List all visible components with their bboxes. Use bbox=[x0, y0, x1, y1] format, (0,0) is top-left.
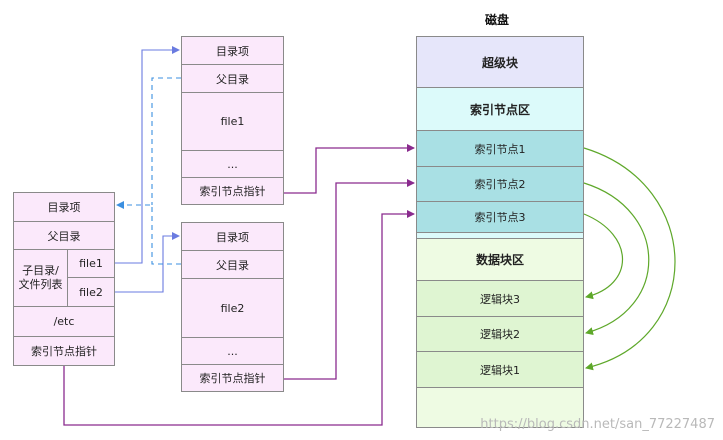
logic-block-3: 逻辑块3 bbox=[417, 281, 583, 317]
inode-3: 索引节点3 bbox=[417, 202, 583, 233]
arrow-bottom-parent-dashed bbox=[116, 201, 181, 265]
arrow-inode2-to-logic2 bbox=[583, 182, 650, 336]
dir-left-entry-label: 目录项 bbox=[47, 201, 81, 214]
superblock-label: 超级块 bbox=[481, 55, 518, 70]
dir-left-inode-ptr-label: 索引节点指针 bbox=[31, 345, 97, 358]
logic-block-2-label: 逻辑块2 bbox=[480, 328, 520, 341]
arrow-bottom-to-inode2 bbox=[284, 179, 415, 380]
dir-left-children-label: 子目录/ 文件列表 bbox=[14, 250, 68, 306]
dir-bottom-name-label: file2 bbox=[220, 301, 245, 315]
dir-bottom-parent: 父目录 bbox=[182, 251, 283, 279]
inode-area-header: 索引节点区 bbox=[417, 88, 583, 131]
dir-bottom-dots: ... bbox=[182, 338, 283, 365]
dir-top-name-label: file1 bbox=[220, 115, 245, 128]
watermark: https://blog.csdn.net/san_77227487 bbox=[480, 417, 715, 432]
data-area-header: 数据块区 bbox=[417, 239, 583, 281]
arrow-file2-to-bottom bbox=[115, 232, 180, 293]
dir-left-inode-ptr: 索引节点指针 bbox=[14, 337, 114, 365]
dir-bottom-name: file2 bbox=[182, 279, 283, 338]
dir-left: 目录项 父目录 子目录/ 文件列表 file1 file2 /etc 索引节点指… bbox=[13, 192, 115, 366]
dir-top: 目录项 父目录 file1 ... 索引节点指针 bbox=[181, 36, 284, 205]
inode-3-label: 索引节点3 bbox=[474, 211, 526, 224]
logic-block-1-label: 逻辑块1 bbox=[480, 363, 520, 377]
dir-top-entry-label: 目录项 bbox=[216, 44, 249, 58]
logic-block-3-label: 逻辑块3 bbox=[480, 292, 520, 306]
dir-top-entry: 目录项 bbox=[182, 37, 283, 65]
inode-area-tail bbox=[417, 233, 583, 239]
arrow-top-to-inode1 bbox=[284, 144, 415, 194]
inode-area-label: 索引节点区 bbox=[469, 102, 530, 117]
inode-1-label: 索引节点1 bbox=[474, 142, 526, 156]
inode-1: 索引节点1 bbox=[417, 131, 583, 167]
dir-bottom: 目录项 父目录 file2 ... 索引节点指针 bbox=[181, 222, 284, 392]
logic-block-2: 逻辑块2 bbox=[417, 317, 583, 352]
dir-top-inode-ptr: 索引节点指针 bbox=[182, 178, 283, 204]
dir-left-file2-label: file2 bbox=[79, 285, 103, 299]
dir-top-name: file1 bbox=[182, 93, 283, 151]
dir-left-parent-label: 父目录 bbox=[47, 229, 81, 243]
dir-left-children: 子目录/ 文件列表 file1 file2 bbox=[14, 250, 114, 307]
logic-block-1: 逻辑块1 bbox=[417, 352, 583, 388]
arrow-file1-to-top bbox=[115, 46, 180, 264]
inode-2: 索引节点2 bbox=[417, 167, 583, 202]
arrow-inode1-to-logic1 bbox=[583, 147, 676, 371]
data-area-tail bbox=[417, 388, 583, 427]
dir-bottom-entry: 目录项 bbox=[182, 223, 283, 251]
dir-left-etc: /etc bbox=[14, 307, 114, 337]
dir-left-file2: file2 bbox=[68, 278, 114, 306]
data-area-label: 数据块区 bbox=[475, 253, 524, 267]
dir-left-file1: file1 bbox=[68, 250, 114, 278]
dir-bottom-dots-label: ... bbox=[227, 344, 238, 358]
disk-column: 超级块 索引节点区 索引节点1 索引节点2 索引节点3 数据块区 逻辑块3 逻辑… bbox=[416, 36, 584, 428]
arrow-top-parent-dashed bbox=[151, 77, 181, 205]
disk-title: 磁盘 bbox=[485, 13, 510, 27]
dir-top-dots-label: ... bbox=[227, 157, 238, 171]
dir-top-inode-ptr-label: 索引节点指针 bbox=[199, 185, 266, 198]
dir-bottom-inode-ptr-label: 索引节点指针 bbox=[199, 372, 266, 385]
inode-2-label: 索引节点2 bbox=[474, 178, 526, 191]
dir-top-parent: 父目录 bbox=[182, 65, 283, 93]
dir-left-file1-label: file1 bbox=[79, 257, 103, 270]
dir-left-parent: 父目录 bbox=[14, 222, 114, 250]
superblock: 超级块 bbox=[417, 37, 583, 88]
dir-bottom-parent-label: 父目录 bbox=[216, 258, 249, 272]
dir-left-entry: 目录项 bbox=[14, 193, 114, 222]
dir-top-parent-label: 父目录 bbox=[216, 72, 249, 86]
dir-bottom-inode-ptr: 索引节点指针 bbox=[182, 365, 283, 391]
dir-left-etc-label: /etc bbox=[53, 315, 75, 328]
arrow-inode3-to-logic3 bbox=[583, 213, 623, 300]
dir-top-dots: ... bbox=[182, 151, 283, 178]
dir-bottom-entry-label: 目录项 bbox=[216, 230, 249, 244]
